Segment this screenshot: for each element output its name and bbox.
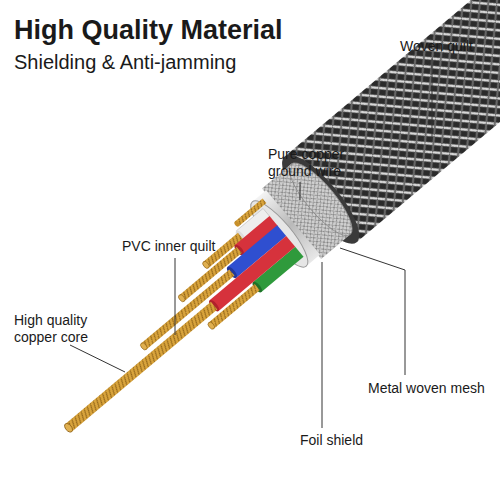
- part-label: Pure copper ground wire: [268, 146, 368, 180]
- leader-line: [300, 182, 301, 200]
- part-label: Foil shield: [300, 432, 400, 449]
- title: High Quality Material: [14, 14, 283, 46]
- subtitle: Shielding & Anti-jamming: [14, 50, 314, 74]
- part-label: Woven quilt: [400, 38, 498, 55]
- part-label: Metal woven mesh: [368, 380, 498, 397]
- leader-line: [340, 248, 405, 375]
- part-label: PVC inner quilt: [122, 238, 242, 255]
- leader-line: [432, 58, 433, 140]
- leader-lines: [70, 58, 432, 428]
- leader-line: [322, 262, 323, 428]
- ground-wire-end: [233, 220, 240, 227]
- leader-line: [175, 258, 176, 335]
- leader-line: [70, 345, 125, 372]
- part-label: High quality copper core: [14, 312, 114, 346]
